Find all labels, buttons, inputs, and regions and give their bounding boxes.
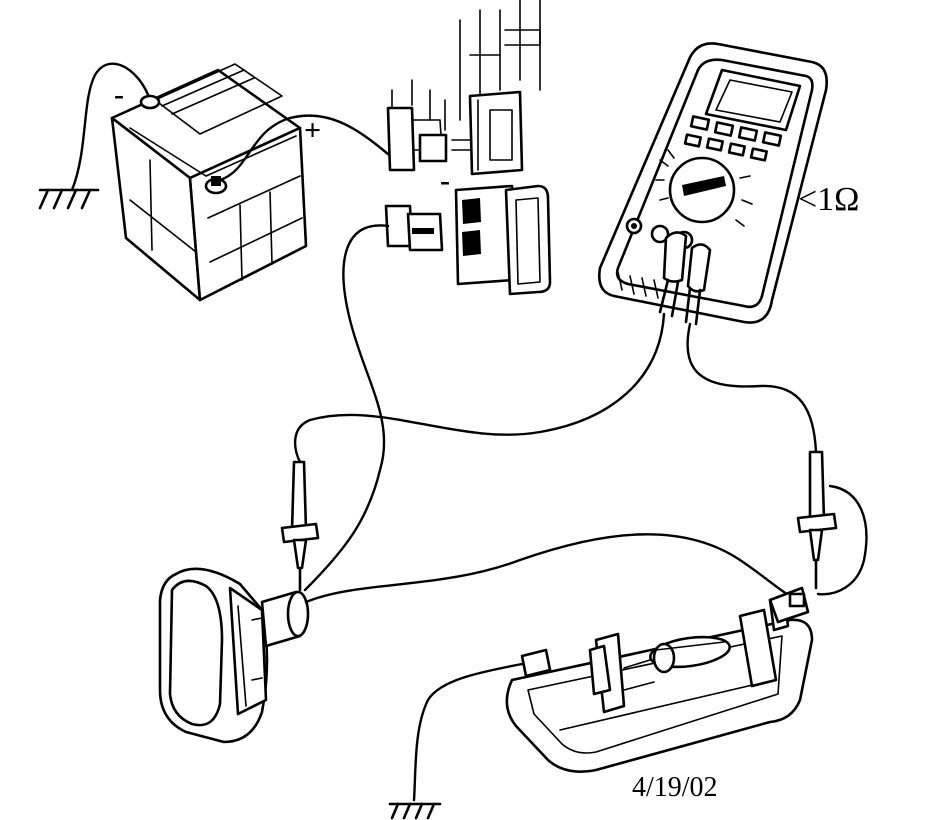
left-meter-lead [294,312,666,464]
date-stamp: 4/19/02 [632,772,718,803]
battery [110,63,308,302]
fuse-to-switch-wire [303,224,390,592]
right-meter-lead [686,322,818,454]
ground-symbol-top [38,188,100,210]
right-test-probe [796,450,838,590]
battery-negative-label: - [114,78,124,111]
multimeter [598,42,828,326]
battery-positive-label: + [304,114,321,147]
multimeter-reading: <1Ω [798,181,859,218]
ground-symbol-bottom [388,802,442,820]
switch-to-lamp-wire [304,533,806,604]
lamp-ground-wire [412,662,524,802]
positive-wire [218,114,397,182]
lamp-housing [505,586,814,773]
fuse-box-label: - [440,164,450,197]
rocker-switch [158,567,310,744]
fuse-box [384,0,552,296]
lamp-feed-wire [816,484,868,596]
negative-wire [70,62,152,192]
left-test-probe [280,460,320,592]
